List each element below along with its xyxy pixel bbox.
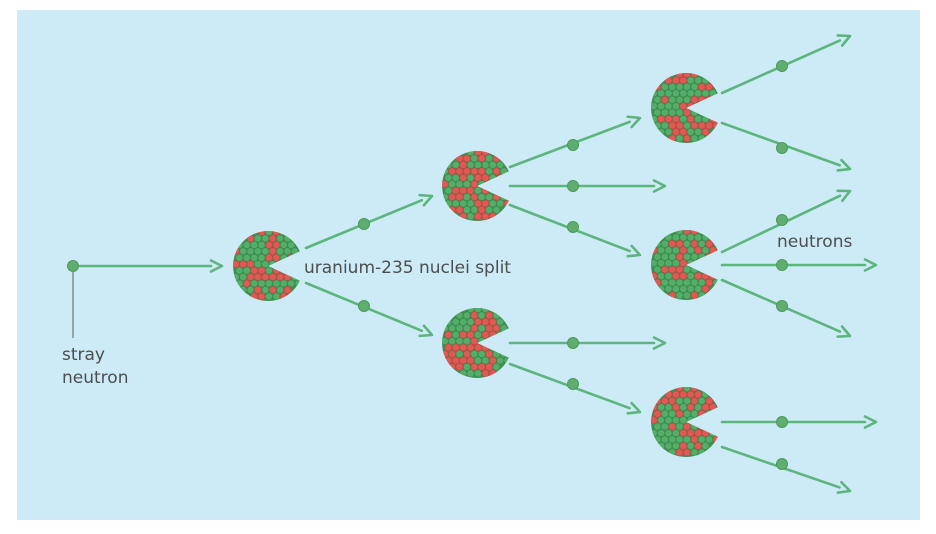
neutron-dot: [776, 142, 788, 154]
neutron-dot: [567, 139, 579, 151]
stray-label: stray: [62, 345, 105, 365]
neutron-dot: [567, 378, 579, 390]
arrow-head-icon: [209, 259, 224, 273]
neutron-dot: [776, 60, 788, 72]
arrow-head-icon: [418, 324, 434, 338]
arrow-head-icon: [836, 158, 852, 172]
neutron-dot: [567, 221, 579, 233]
neutrons-label: neutrons: [777, 232, 853, 252]
arrow-head-icon: [652, 336, 667, 350]
uranium-nucleus: [651, 230, 718, 301]
neutron-dot: [776, 214, 788, 226]
arrow-head-icon: [836, 189, 852, 202]
neutron-dot: [776, 259, 788, 271]
arrow-head-icon: [836, 325, 852, 338]
neutron-dot: [358, 218, 370, 230]
arrow-head-icon: [863, 258, 878, 272]
arrow-head-icon: [418, 193, 434, 207]
uranium-nucleus: [442, 151, 509, 222]
arrow-head-icon: [836, 480, 852, 494]
neutron-dot: [776, 458, 788, 470]
arrow-head-icon: [836, 34, 852, 47]
neutron-label: neutron: [62, 368, 129, 388]
neutrons-layer: [67, 60, 788, 470]
neutron-dot: [776, 300, 788, 312]
uranium-nucleus: [651, 387, 718, 458]
uranium-nucleus: [651, 73, 718, 144]
arrow-head-icon: [626, 115, 642, 129]
neutron-dot: [67, 260, 79, 272]
neutron-dot: [567, 180, 579, 192]
uranium-nucleus: [233, 231, 300, 302]
arrow-head-icon: [626, 401, 642, 415]
neutron-dot: [567, 337, 579, 349]
neutron-dot: [358, 300, 370, 312]
uranium-nucleus: [442, 308, 509, 379]
neutron-dot: [776, 416, 788, 428]
arrow-head-icon: [652, 179, 667, 193]
arrow-head-icon: [863, 415, 878, 429]
arrow-head-icon: [626, 244, 642, 258]
uranium-split-label: uranium-235 nuclei split: [304, 258, 511, 278]
